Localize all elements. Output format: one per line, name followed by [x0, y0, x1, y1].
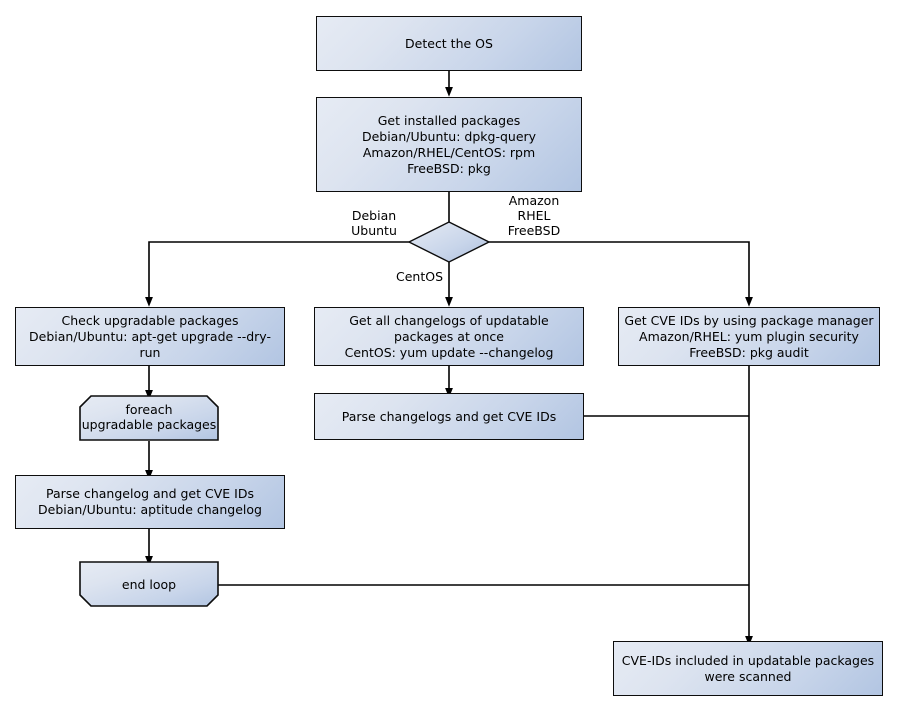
node-get-all-changelogs-label: Get all changelogs of updatable packages… [344, 312, 554, 360]
node-get-installed-packages-label: Get installed packages Debian/Ubuntu: dp… [361, 112, 537, 176]
os-decision-diamond [407, 221, 491, 263]
edge-label-amazon-rhel-freebsd: Amazon RHEL FreeBSD [507, 193, 561, 238]
edge-label-debian-ubuntu: Debian Ubuntu [351, 208, 397, 238]
foreach-loop-shape [79, 395, 219, 441]
node-end-loop[interactable] [79, 561, 219, 607]
node-parse-changelog-single-label: Parse changelog and get CVE IDs Debian/U… [38, 486, 262, 517]
edge-label-centos: CentOS [395, 269, 443, 284]
node-parse-changelogs-multi-label: Parse changelogs and get CVE IDs [341, 408, 557, 424]
end-loop-shape [79, 561, 219, 607]
node-detect-os[interactable]: Detect the OS [316, 16, 582, 71]
node-scanned-result[interactable]: CVE-IDs included in updatable packages w… [613, 641, 883, 696]
node-check-upgradable[interactable]: Check upgradable packages Debian/Ubuntu:… [15, 307, 285, 366]
node-check-upgradable-label: Check upgradable packages Debian/Ubuntu:… [29, 312, 271, 360]
edge-branch-amazon-rhel-freebsd [489, 241, 753, 307]
node-foreach-loop-label: foreach upgradable packages [81, 402, 217, 432]
node-parse-changelog-single[interactable]: Parse changelog and get CVE IDs Debian/U… [15, 475, 285, 529]
node-get-installed-packages[interactable]: Get installed packages Debian/Ubuntu: dp… [316, 97, 582, 192]
node-detect-os-label: Detect the OS [405, 35, 493, 51]
edge-branch-debian-ubuntu [145, 241, 410, 307]
node-parse-changelogs-multi[interactable]: Parse changelogs and get CVE IDs [314, 393, 584, 440]
node-end-loop-label: end loop [121, 577, 177, 592]
node-get-all-changelogs[interactable]: Get all changelogs of updatable packages… [314, 307, 584, 366]
node-get-cve-ids-pkgmgr-label: Get CVE IDs by using package manager Ama… [624, 312, 874, 360]
node-foreach-loop[interactable] [79, 395, 219, 441]
node-scanned-result-label: CVE-IDs included in updatable packages w… [621, 652, 875, 684]
node-get-cve-ids-pkgmgr[interactable]: Get CVE IDs by using package manager Ama… [618, 307, 880, 366]
